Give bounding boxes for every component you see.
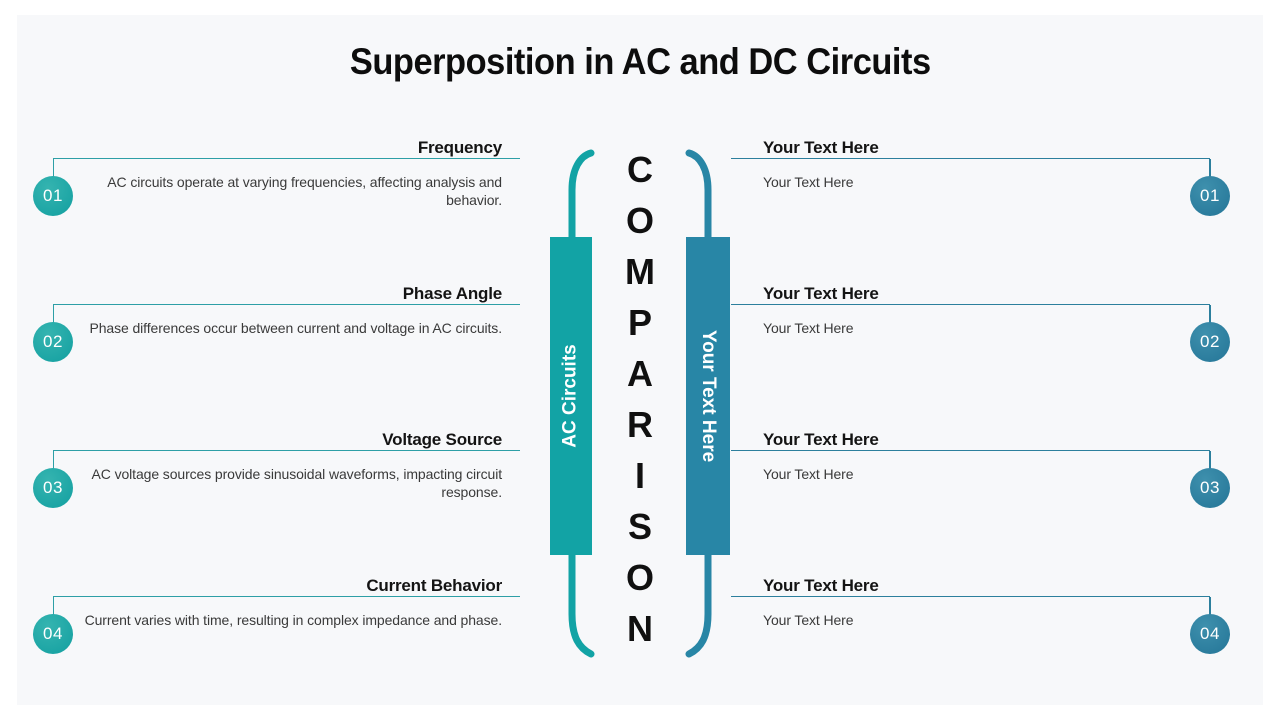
right-item-3-body: Your Text Here [763, 466, 854, 482]
left-item-3-number-badge: 03 [33, 468, 73, 508]
left-item-2-heading: Phase Angle [402, 284, 502, 303]
left-item-4-heading: Current Behavior [366, 576, 502, 595]
right-item-4-connector-line [731, 596, 1211, 616]
right-item-2-body: Your Text Here [763, 320, 854, 336]
your-text-bar: Your Text Here [686, 237, 730, 555]
title-container: Superposition in AC and DC Circuits [17, 41, 1263, 83]
right-item-1-number-badge: 01 [1190, 176, 1230, 216]
left-item-3-body: AC voltage sources provide sinusoidal wa… [91, 466, 503, 500]
left-item-2-connector-line [52, 304, 520, 324]
left-item-3-heading: Voltage Source [382, 430, 502, 449]
right-item-2-connector-line [731, 304, 1211, 324]
left-item-2-number-badge: 02 [33, 322, 73, 362]
left-item-3: Voltage Source AC voltage sources provid… [33, 417, 520, 557]
right-item-4-number-badge: 04 [1190, 614, 1230, 654]
right-item-1-connector-line [731, 158, 1211, 178]
left-item-4: Current Behavior Current varies with tim… [33, 563, 520, 703]
right-item-4-body: Your Text Here [763, 612, 854, 628]
right-item-1: Your Text Here Your Text Here 01 [731, 125, 1230, 265]
right-item-3-heading: Your Text Here [763, 430, 879, 449]
right-item-4: Your Text Here Your Text Here 04 [731, 563, 1230, 703]
right-item-3-connector-line [731, 450, 1211, 470]
left-item-4-number-badge: 04 [33, 614, 73, 654]
comparison-vertical-word: COMPARISON [625, 149, 655, 649]
left-item-4-body: Current varies with time, resulting in c… [84, 612, 503, 628]
left-item-3-connector-line [52, 450, 520, 470]
left-item-1-body: AC circuits operate at varying frequenci… [107, 174, 502, 208]
left-item-1-connector-line [52, 158, 520, 178]
left-item-2-body: Phase differences occur between current … [89, 320, 503, 336]
left-item-4-connector-line [52, 596, 520, 616]
right-item-4-heading: Your Text Here [763, 576, 879, 595]
your-text-bar-label: Your Text Here [698, 329, 719, 463]
ac-circuits-bar-label: AC Circuits [560, 344, 581, 448]
left-item-1-number-badge: 01 [33, 176, 73, 216]
left-item-1: Frequency AC circuits operate at varying… [33, 125, 520, 265]
right-item-2-heading: Your Text Here [763, 284, 879, 303]
ac-circuits-bar: AC Circuits [550, 237, 592, 555]
slide-title: Superposition in AC and DC Circuits [349, 41, 931, 82]
right-item-1-body: Your Text Here [763, 174, 854, 190]
right-item-2-number-badge: 02 [1190, 322, 1230, 362]
left-item-1-heading: Frequency [417, 138, 502, 157]
right-item-2: Your Text Here Your Text Here 02 [731, 271, 1230, 411]
right-item-3: Your Text Here Your Text Here 03 [731, 417, 1230, 557]
right-item-1-heading: Your Text Here [763, 138, 879, 157]
left-item-2: Phase Angle Phase differences occur betw… [33, 271, 520, 411]
slide-background: Superposition in AC and DC Circuits [17, 15, 1263, 705]
right-item-3-number-badge: 03 [1190, 468, 1230, 508]
